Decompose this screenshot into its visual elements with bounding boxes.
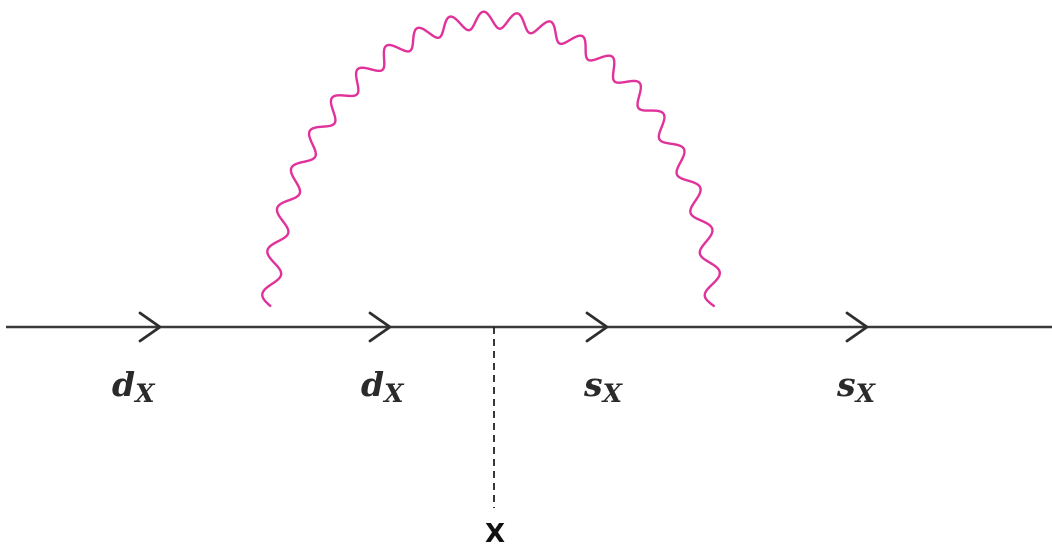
particle-symbol: s xyxy=(836,365,856,404)
arrow-1 xyxy=(138,311,162,343)
particle-symbol: d xyxy=(112,365,135,404)
propagator-label-2: dX xyxy=(361,365,405,408)
flavor-subscript: X xyxy=(382,379,405,408)
particle-symbol: d xyxy=(361,365,384,404)
insertion-label: X xyxy=(485,519,505,549)
arrow-2 xyxy=(368,311,392,343)
flavor-subscript: X xyxy=(854,379,877,408)
propagator-label-3: sX xyxy=(583,365,624,408)
particle-symbol: s xyxy=(583,365,603,404)
propagator-label-4: sX xyxy=(836,365,877,408)
propagator-label-1: dX xyxy=(112,365,156,408)
photon-loop xyxy=(261,10,721,308)
arrow-4 xyxy=(845,311,869,343)
flavor-subscript: X xyxy=(601,379,624,408)
arrow-3 xyxy=(585,311,609,343)
flavor-subscript: X xyxy=(133,379,156,408)
